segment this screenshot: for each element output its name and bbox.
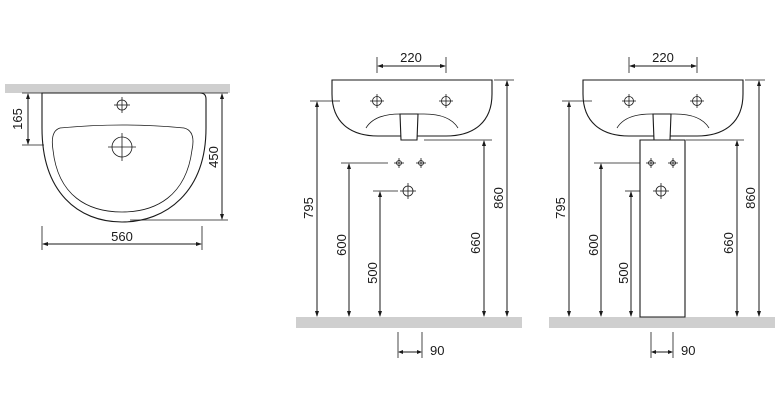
dim-label-600: 600 bbox=[334, 234, 349, 256]
dim-560: 560 bbox=[41, 226, 203, 250]
dim-500-a: 500 bbox=[365, 190, 398, 317]
dim-90-b: 90 bbox=[650, 332, 695, 358]
dim-label-90-b: 90 bbox=[681, 343, 695, 358]
trap-front-2 bbox=[652, 113, 672, 141]
dim-660-a: 660 bbox=[424, 139, 492, 317]
supply-left-icon bbox=[394, 158, 404, 168]
dim-label-660-b: 660 bbox=[721, 232, 736, 254]
pedestal-column bbox=[639, 139, 686, 318]
dim-600-a: 600 bbox=[334, 162, 388, 317]
dim-label-220-b: 220 bbox=[652, 50, 674, 65]
dim-500-b: 500 bbox=[616, 190, 640, 317]
dim-label-500: 500 bbox=[365, 262, 380, 284]
floor-pedestal-view bbox=[549, 317, 775, 328]
basin-outline-front-2 bbox=[582, 79, 744, 137]
top-view: 165 450 560 bbox=[5, 84, 230, 250]
taphole-right-icon bbox=[439, 94, 453, 108]
dim-220-b: 220 bbox=[628, 50, 698, 73]
front-view-wall: 220 795 600 500 bbox=[296, 50, 522, 358]
floor-wall-view bbox=[296, 317, 522, 328]
dim-600-b: 600 bbox=[586, 162, 640, 317]
front-view-pedestal: 220 795 600 500 bbox=[549, 50, 775, 358]
basin-outline-top bbox=[41, 92, 207, 223]
taphole-left-icon-2 bbox=[622, 94, 636, 108]
dim-label-500-b: 500 bbox=[616, 262, 631, 284]
drain-outlet-icon-2 bbox=[653, 183, 669, 199]
dim-label-600-b: 600 bbox=[586, 234, 601, 256]
dim-label-795: 795 bbox=[301, 197, 316, 219]
bowl-outline-top bbox=[51, 124, 194, 213]
dim-label-220: 220 bbox=[400, 50, 422, 65]
supply-right-icon bbox=[416, 158, 426, 168]
trap-front bbox=[399, 113, 419, 141]
dim-label-560: 560 bbox=[111, 229, 133, 244]
dim-660-b: 660 bbox=[686, 139, 744, 317]
dim-label-90: 90 bbox=[430, 343, 444, 358]
drain-icon bbox=[108, 133, 136, 161]
supply-right-icon-2 bbox=[668, 158, 678, 168]
dim-label-860-b: 860 bbox=[743, 187, 758, 209]
supply-left-icon-2 bbox=[646, 158, 656, 168]
dim-165: 165 bbox=[10, 92, 44, 146]
taphole-left-icon bbox=[370, 94, 384, 108]
taphole-icon bbox=[114, 97, 130, 113]
drain-outlet-icon bbox=[400, 183, 416, 199]
dim-label-165: 165 bbox=[10, 108, 25, 130]
dim-label-660: 660 bbox=[468, 232, 483, 254]
dim-860-a: 860 bbox=[491, 79, 514, 317]
dim-label-450: 450 bbox=[206, 146, 221, 168]
dim-90-a: 90 bbox=[397, 332, 444, 358]
dim-450: 450 bbox=[130, 92, 228, 221]
wall-top bbox=[5, 84, 230, 93]
dim-label-860: 860 bbox=[491, 187, 506, 209]
dim-220-a: 220 bbox=[376, 50, 447, 73]
taphole-right-icon-2 bbox=[690, 94, 704, 108]
dim-860-b: 860 bbox=[743, 79, 765, 317]
dim-795-b: 795 bbox=[553, 100, 592, 317]
basin-outline-front bbox=[331, 79, 493, 137]
dim-label-795-b: 795 bbox=[553, 197, 568, 219]
dim-795-a: 795 bbox=[301, 100, 340, 317]
